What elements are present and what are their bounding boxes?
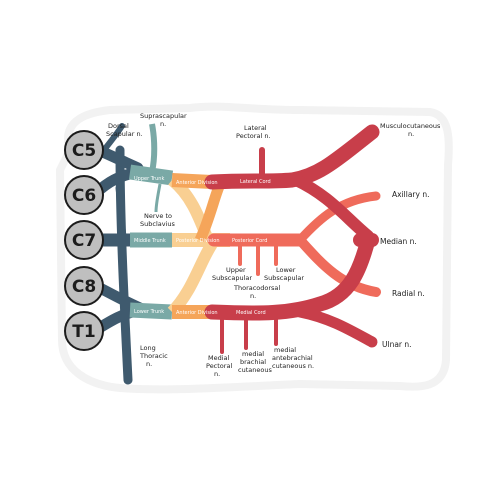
root-c7-circle — [64, 220, 104, 260]
lateral-pectoral-label: Lateral Pectoral n. — [236, 124, 271, 140]
medial-pectoral-label: Medial Pectoral n. — [206, 354, 234, 378]
lower-trunk-path — [129, 302, 173, 320]
root-c5: C5 — [64, 130, 104, 170]
root-c6-circle — [64, 175, 104, 215]
root-t1-label: T1 — [72, 322, 95, 342]
roots — [88, 123, 147, 385]
suprascapular-nerve-path — [149, 123, 158, 173]
root-c6-label: C6 — [72, 186, 96, 206]
suprascapular-label: Suprascapular n. — [140, 112, 189, 128]
lateral-root-median-path — [290, 174, 374, 242]
medial-cord-label: Medial Cord — [236, 310, 266, 316]
lower-trunk-label: Lower Trunk — [134, 309, 164, 315]
dorsal-scapular-label: Dorsal Scapular n. — [106, 122, 143, 138]
upper-trunk-label: Upper Trunk — [134, 176, 164, 182]
anterior-division-label-upper: Anterior Division — [176, 180, 218, 186]
root-connector-c6-c7 — [115, 185, 127, 239]
anterior-division-label-lower: Anterior Division — [176, 310, 218, 316]
root-c7-label: C7 — [72, 231, 96, 251]
axillary-label: Axillary n. — [392, 190, 429, 199]
long-thoracic-nerve-path — [115, 145, 133, 385]
radial-label: Radial n. — [392, 289, 425, 298]
dorsal-scapular-nerve-path — [101, 123, 125, 153]
lateral-cord-label: Lateral Cord — [240, 179, 271, 185]
medial-antebrachial-cutaneous-label: medial antebrachial cutaneous n. — [272, 346, 315, 370]
ulnar-nerve-path — [294, 306, 378, 348]
root-c6: C6 — [64, 175, 104, 215]
middle-trunk-label: Middle Trunk — [134, 238, 166, 244]
long-thoracic-label: Long Thoracic n. — [139, 344, 170, 368]
root-circles: C5 C6 C7 C8 T1 — [64, 130, 104, 351]
root-c8: C8 — [64, 266, 104, 306]
trunks — [128, 123, 174, 320]
lower-subscapular-label: Lower Subscapular — [264, 266, 304, 282]
root-c5-circle — [64, 130, 104, 170]
medial-cord-path — [204, 232, 376, 321]
medial-brachial-cutaneous-label: medial brachial cutaneous — [238, 350, 272, 374]
posterior-cord-label: Posterior Cord — [232, 238, 267, 244]
upper-trunk-path — [128, 164, 174, 186]
posterior-division-lower — [167, 240, 218, 317]
root-t1: T1 — [64, 311, 104, 351]
root-c7: C7 — [64, 220, 104, 260]
posterior-division-label: Posterior Division — [176, 238, 220, 244]
sticker-outline — [55, 102, 453, 394]
subclavius-nerve-path — [154, 183, 162, 213]
radial-nerve-path — [295, 235, 381, 297]
ulnar-label: Ulnar n. — [382, 340, 412, 349]
thoracodorsal-label: Thoracodorsal n. — [233, 284, 282, 300]
median-label: Median n. — [380, 237, 417, 246]
root-c8-circle — [64, 266, 104, 306]
cords — [204, 124, 381, 354]
upper-subscapular-label: Upper Subscapular — [212, 266, 252, 282]
root-t1-circle — [64, 311, 104, 351]
root-c8-label: C8 — [72, 277, 96, 297]
root-c5-label: C5 — [72, 141, 96, 161]
musculocutaneous-label: Musculocutaneous n. — [380, 122, 443, 138]
subclavius-label: Nerve to Subclavius — [140, 212, 176, 228]
